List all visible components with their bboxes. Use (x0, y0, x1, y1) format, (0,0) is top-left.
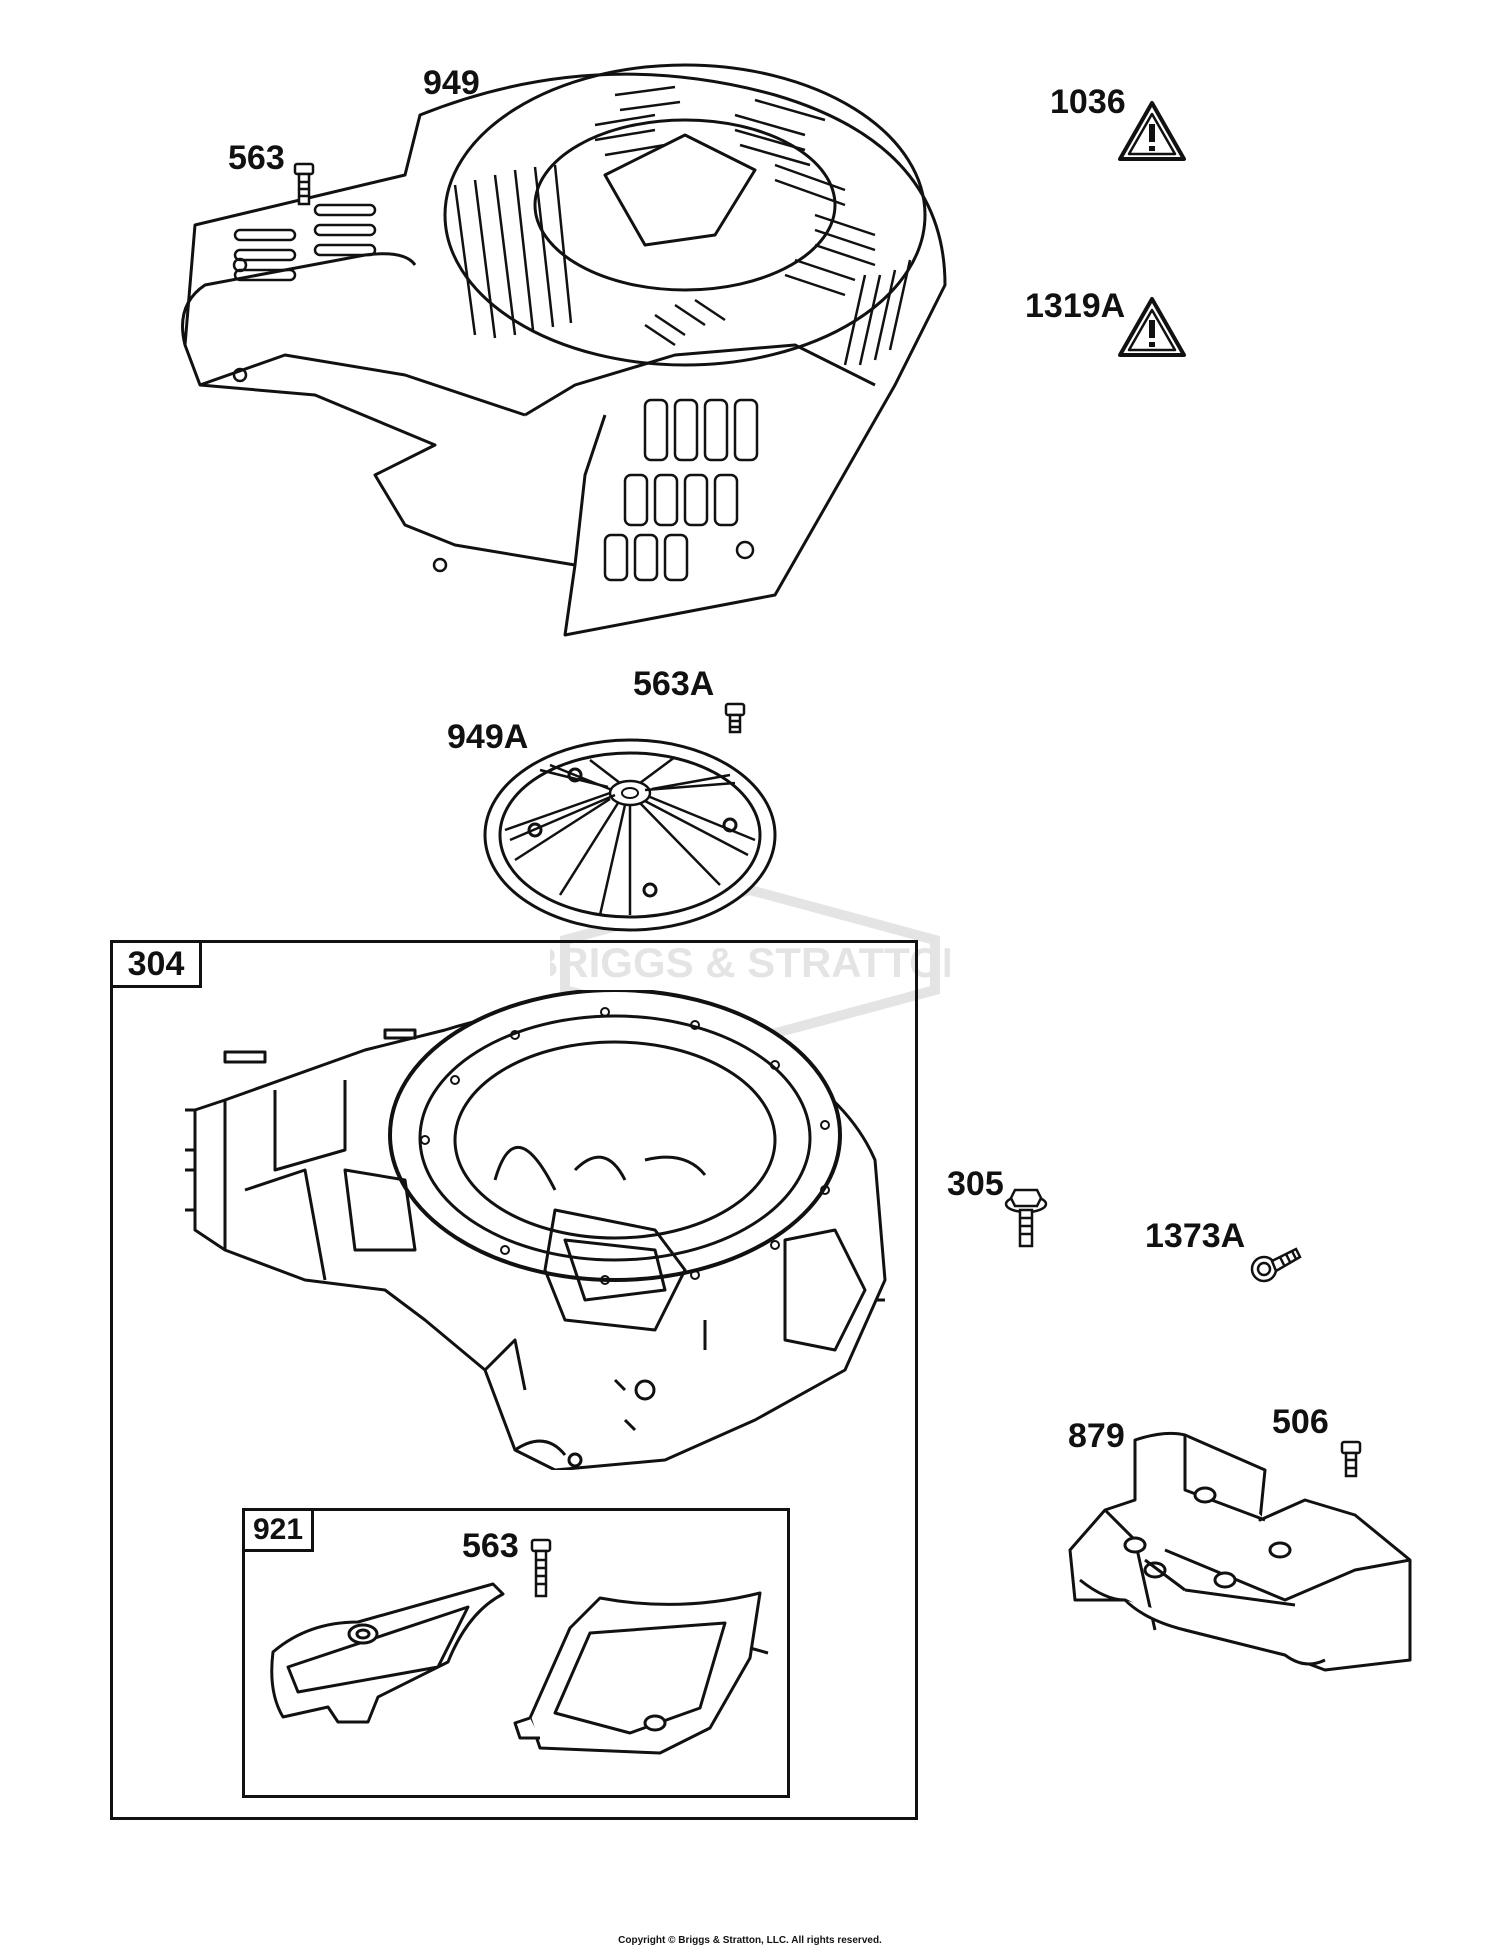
label-1319A: 1319A (1025, 287, 1126, 325)
bolt-563-inner (528, 1538, 554, 1605)
air-guide-right-part (510, 1588, 770, 1763)
label-563-top: 563 (228, 139, 285, 177)
watermark-text: BRIGGS & STRATTON (550, 939, 950, 986)
kit-304-frame (110, 940, 918, 1820)
kit-921-frame (242, 1508, 790, 1798)
warning-decal-1319A (1117, 296, 1187, 363)
label-949: 949 (423, 64, 480, 102)
bolt-563A (722, 702, 748, 741)
warning-decal-1036 (1117, 100, 1187, 167)
label-304: 304 (110, 940, 202, 988)
label-879: 879 (1068, 1417, 1125, 1455)
screw-305 (1003, 1184, 1049, 1255)
label-506: 506 (1272, 1403, 1329, 1441)
label-949A: 949A (447, 718, 529, 756)
label-563-inner: 563 (462, 1527, 519, 1565)
fan-grille-part (480, 735, 780, 940)
air-guide-left-part (268, 1582, 508, 1737)
label-563A: 563A (633, 665, 715, 703)
blower-cover-part (175, 55, 955, 650)
copyright-notice: Copyright © Briggs & Stratton, LLC. All … (618, 1935, 882, 1946)
label-1373A: 1373A (1145, 1217, 1246, 1255)
screw-1373A (1250, 1245, 1302, 1290)
bolt-506 (1338, 1440, 1364, 1485)
bolt-563-top (290, 162, 318, 213)
label-921: 921 (242, 1508, 314, 1552)
blower-housing-part (178, 988, 895, 1475)
label-305: 305 (947, 1165, 1004, 1203)
label-1036: 1036 (1050, 83, 1126, 121)
heat-shield-part (1065, 1430, 1425, 1680)
